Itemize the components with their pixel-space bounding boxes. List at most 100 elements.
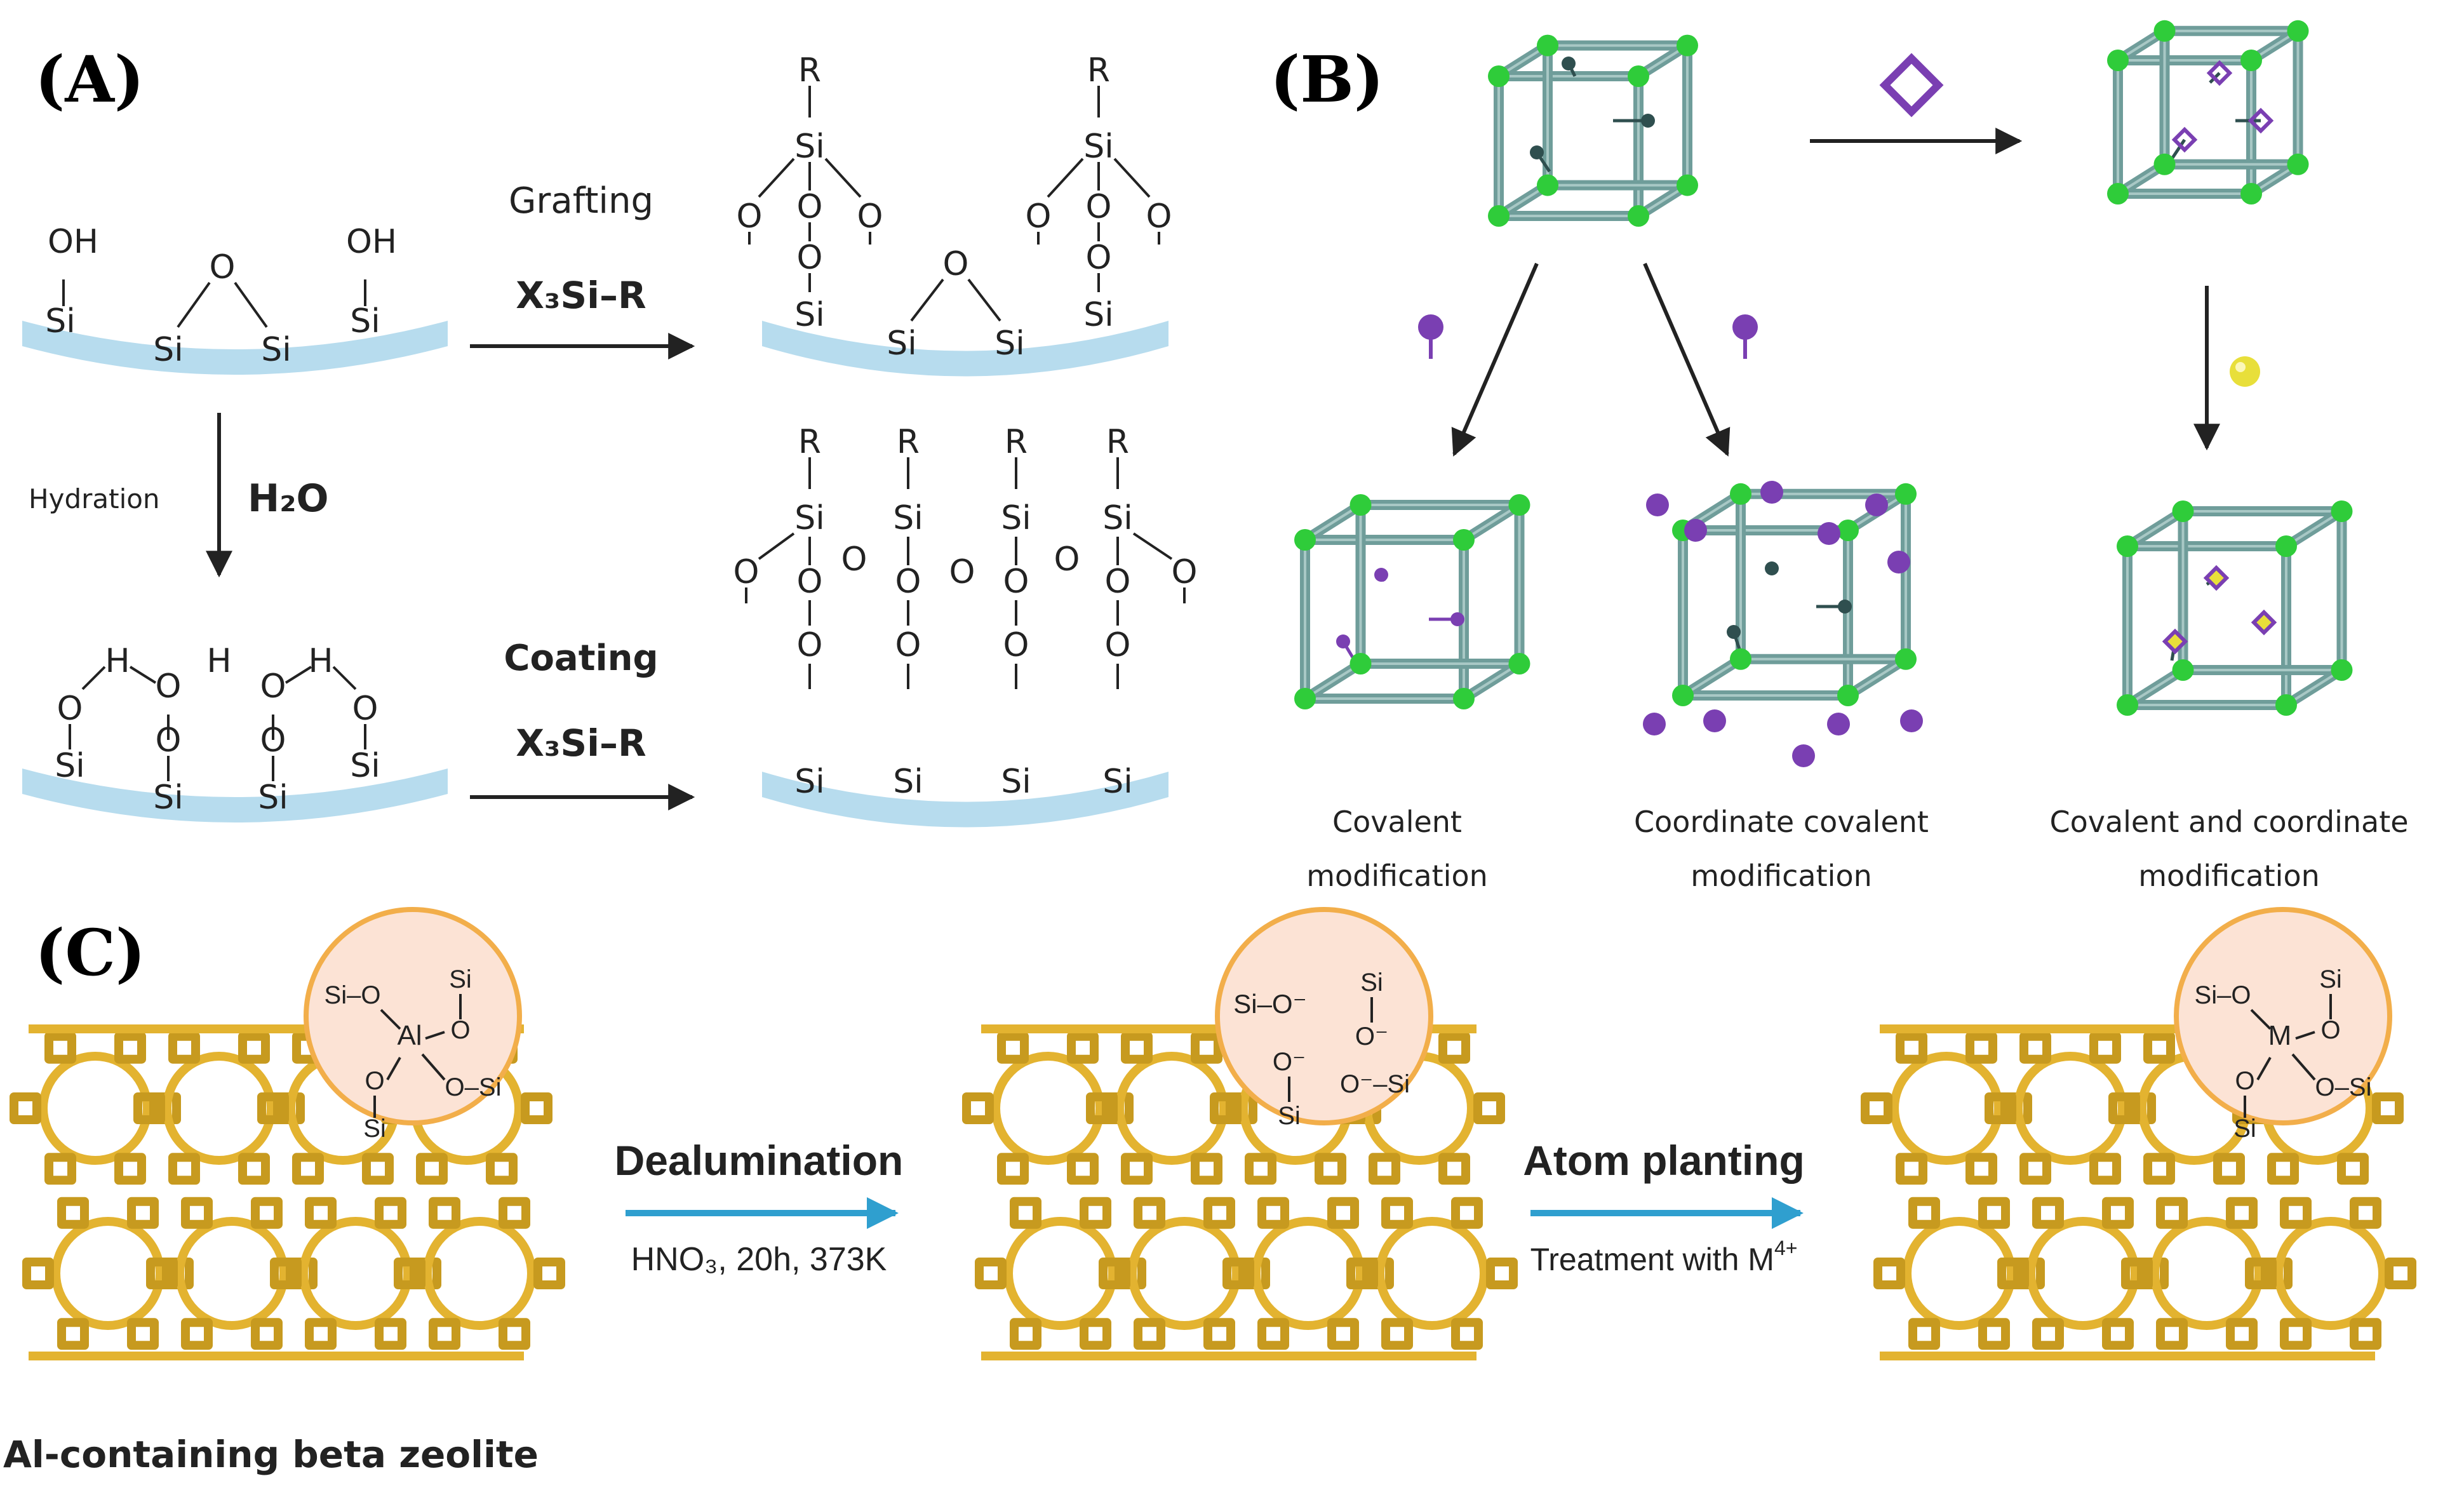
o-atom: O	[857, 198, 883, 236]
si-atom: Si	[893, 499, 923, 537]
si-atom: Si	[1001, 763, 1031, 801]
r-group: R	[897, 423, 920, 461]
r-group: R	[798, 51, 821, 90]
diamond-modified-cube	[2107, 20, 2309, 205]
h-atom: H	[308, 642, 333, 680]
r-group: R	[1087, 51, 1110, 90]
o-atom: O	[156, 668, 182, 706]
atom-label: O	[450, 1016, 470, 1044]
o-atom: O	[1146, 198, 1172, 236]
atom-label: Si	[1278, 1102, 1301, 1130]
atom-planting-conditions: Treatment with M4+	[1530, 1237, 1798, 1277]
dealumination-title: Dealumination	[615, 1137, 904, 1184]
o-atom: O	[737, 198, 763, 236]
o-si-label: O–Si	[445, 1073, 502, 1101]
o-atom: O	[57, 690, 83, 728]
al-center: Al	[397, 1020, 422, 1051]
silica-surface-1	[22, 321, 448, 375]
atom-label: O⁻	[1355, 1023, 1388, 1050]
metal-center: M	[2268, 1020, 2292, 1051]
atom-label: O	[2320, 1016, 2340, 1044]
caption-covalent-line2: modification	[1306, 859, 1488, 893]
o-atom: O	[797, 188, 823, 226]
o-atom: O	[797, 563, 823, 601]
arrow-coordinate-covalent	[1643, 262, 1731, 457]
panel-c: (C) Si–OAlSiOOSiO–SiSi–O⁻SiO⁻O⁻SiO⁻–SiSi…	[3, 907, 2416, 1476]
hydration-label: Hydration	[29, 483, 160, 514]
atom-label: Si	[363, 1115, 386, 1143]
panel-a-label: (A)	[35, 42, 144, 117]
panel-b: (B) Covalent modification Coordinate cov…	[1270, 20, 2409, 893]
bond	[1047, 158, 1084, 198]
bond	[967, 278, 1001, 322]
arrow-covalent	[1451, 262, 1539, 457]
purple-ligand-icon-mid	[1732, 314, 1758, 359]
bond	[1132, 532, 1173, 560]
atom-planting-title: Atom planting	[1523, 1137, 1805, 1184]
bond	[332, 666, 357, 690]
caption-covalent-line1: Covalent	[1332, 805, 1462, 839]
atom-label: O	[2235, 1067, 2254, 1095]
panel-b-label: (B)	[1270, 42, 1384, 117]
parent-framework-cube	[1488, 34, 1698, 227]
o-atom: O	[797, 239, 823, 277]
o-atom: O	[1003, 563, 1029, 601]
panel-a: (A) Grafting X₃Si–R Coating X₃Si–R Hydra…	[22, 42, 1197, 828]
coordinate-covalent-cube	[1643, 481, 1923, 767]
diamond-linker-icon	[1879, 53, 1944, 117]
si-atom: Si	[794, 296, 824, 334]
o-atom: O	[1026, 198, 1052, 236]
atom-label: Si	[1360, 969, 1383, 997]
atom-label: Si	[2319, 965, 2342, 993]
o-atom: O	[733, 553, 760, 591]
metal-ion-icon	[2230, 356, 2260, 387]
o-si-anion: O⁻–Si	[1340, 1070, 1410, 1098]
atom-label: Si	[449, 965, 472, 993]
covalent-modified-cube	[1294, 494, 1530, 709]
o-atom: O	[895, 626, 921, 664]
si-atom: Si	[794, 499, 824, 537]
si-atom: Si	[45, 302, 75, 340]
o-atom: O	[352, 690, 378, 728]
si-o-anion: Si–O⁻	[1233, 989, 1307, 1019]
coating-reagent: X₃Si–R	[516, 722, 646, 765]
site-insets: Si–OAlSiOOSiO–SiSi–O⁻SiO⁻O⁻SiO⁻–SiSi–OMS…	[304, 907, 2392, 1143]
o-atom: O	[1105, 563, 1131, 601]
o-atom: O	[949, 553, 975, 591]
si-atom: Si	[261, 331, 291, 369]
si-atom: Si	[994, 325, 1024, 363]
si-atom: Si	[1083, 296, 1113, 334]
inset-silanol-nest: Si–O⁻SiO⁻O⁻SiO⁻–Si	[1215, 907, 1433, 1130]
bond	[758, 158, 795, 198]
hydroxyl: OH	[346, 223, 397, 261]
atom-label: O	[365, 1067, 384, 1095]
silica-surface-3	[22, 768, 448, 822]
si-atom: Si	[887, 325, 916, 363]
silica-surface-2	[762, 321, 1168, 377]
o-atom: O	[797, 626, 823, 664]
hydroxyl: OH	[48, 223, 98, 261]
si-atom: Si	[153, 779, 183, 817]
r-group: R	[798, 423, 821, 461]
caption-coord-covalent-line1: Coordinate covalent	[1634, 805, 1929, 839]
panel-c-label: (C)	[35, 915, 145, 990]
covalent-coordinate-cube	[2117, 500, 2353, 716]
zeolite-lattices	[10, 1024, 2416, 1360]
atom-label: Si	[2233, 1115, 2256, 1143]
o-atom: O	[260, 668, 286, 706]
caption-cov-coord-line1: Covalent and coordinate	[2049, 805, 2408, 839]
si-o-label: Si–O	[2195, 981, 2251, 1009]
r-group: R	[1005, 423, 1028, 461]
o-atom: O	[1003, 626, 1029, 664]
purple-ligand-icon-left	[1418, 314, 1443, 359]
si-atom: Si	[1083, 128, 1113, 166]
o-atom: O	[943, 245, 969, 283]
o-atom: O	[1054, 540, 1080, 579]
caption-cov-coord-line2: modification	[2138, 859, 2320, 893]
bond	[1113, 158, 1151, 198]
si-atom: Si	[893, 763, 923, 801]
zeolite-label: Al-containing beta zeolite	[3, 1433, 539, 1476]
